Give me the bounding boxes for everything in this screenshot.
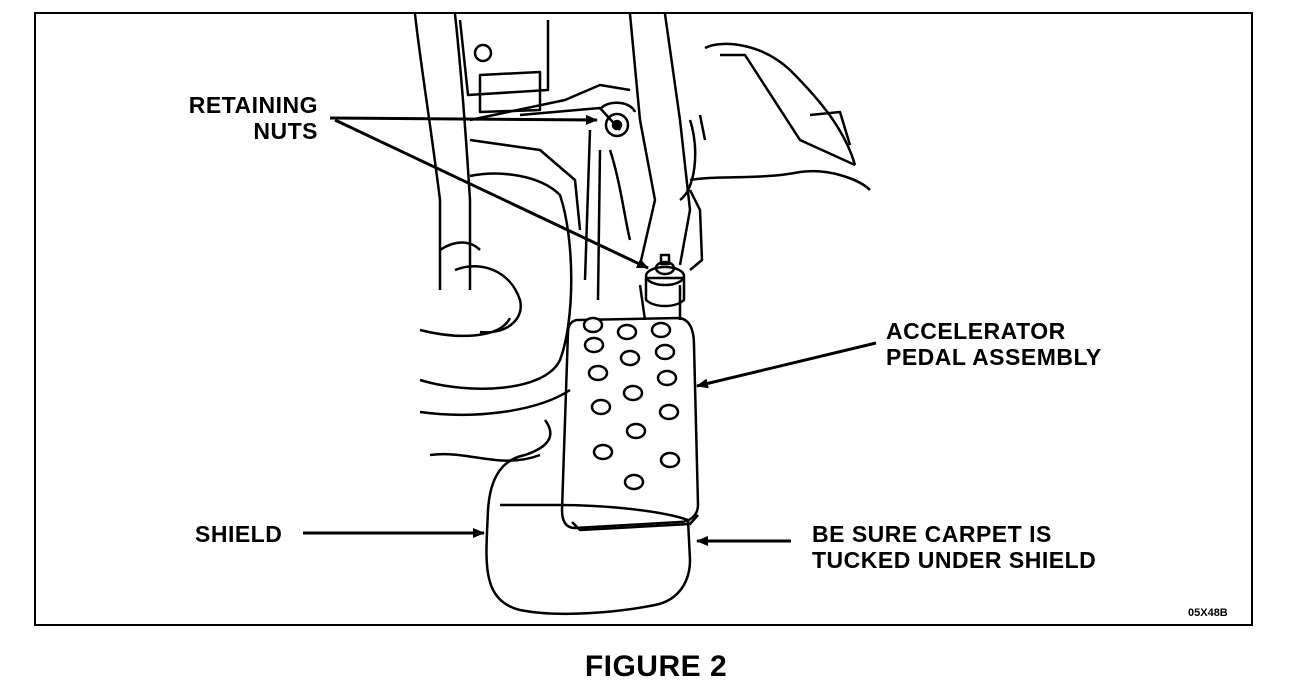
pedal-arm [583,13,707,321]
figure-caption: FIGURE 2 [584,650,728,683]
retaining-nuts-line-2: NUTS [253,118,318,144]
arrow-accelerator [696,341,877,389]
shield [485,419,692,616]
pedal-grip-dots [582,316,681,491]
pedal-pad [560,316,700,532]
carpet-label: BE SURE CARPET IS TUCKED UNDER SHIELD [812,521,1096,573]
upper-retaining-nut [598,101,637,138]
accelerator-line-2: PEDAL ASSEMBLY [886,344,1102,370]
upper-bracket [458,19,631,231]
right-structure [429,42,871,462]
retaining-nuts-label: RETAINING NUTS [150,92,318,144]
figure-frame [34,12,1253,626]
leader-arrows [303,114,877,546]
shield-label: SHIELD [195,521,283,547]
lower-retaining-nut [644,253,686,308]
retaining-nuts-line-1: RETAINING [188,92,318,118]
arrow-lower-nut [334,118,649,270]
accelerator-line-1: ACCELERATOR [886,318,1066,344]
accelerator-label: ACCELERATOR PEDAL ASSEMBLY [886,318,1102,370]
steering-column [413,13,573,417]
figure-code: 05X48B [1188,607,1228,619]
carpet-line-2: TUCKED UNDER SHIELD [812,547,1097,573]
arrow-upper-nut [329,114,598,125]
carpet-line-1: BE SURE CARPET IS [812,521,1052,547]
